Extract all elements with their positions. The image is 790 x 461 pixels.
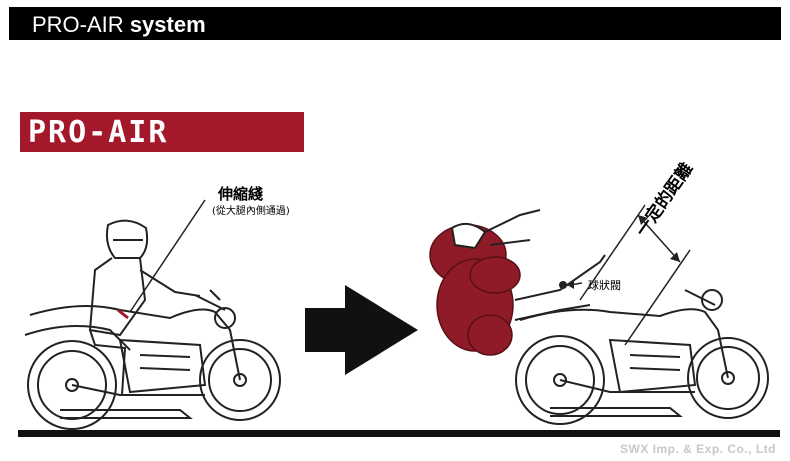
cord-label: 伸縮綫 (218, 185, 264, 203)
pro-air-logo-stamp: PRO-AIR SYSTEM (20, 112, 304, 185)
stamp-text: PRO-AIR SYSTEM (28, 115, 169, 185)
right-rider (450, 209, 606, 321)
header-bar: PRO-AIR system (9, 7, 781, 40)
left-cord (117, 308, 129, 320)
company-watermark: SWX Imp. & Exp. Co., Ltd (620, 442, 776, 456)
header-title-part1: PRO-AIR (32, 12, 124, 37)
cord-sublabel: (從大腿內側通過) (212, 206, 290, 217)
header-title-part2: system (129, 12, 206, 37)
header-title: PRO-AIR system (32, 12, 206, 38)
distance-marker (579, 204, 691, 346)
cord-pointer-line (129, 199, 206, 313)
right-motorcycle (515, 289, 769, 425)
transition-arrow (305, 285, 418, 375)
left-motorcycle (24, 289, 281, 430)
ground-line (18, 430, 780, 437)
ball-valve-icon (559, 281, 567, 289)
left-rider (88, 219, 201, 396)
airbag (429, 224, 521, 356)
ball-valve-label: 球狀閥 (588, 279, 621, 292)
